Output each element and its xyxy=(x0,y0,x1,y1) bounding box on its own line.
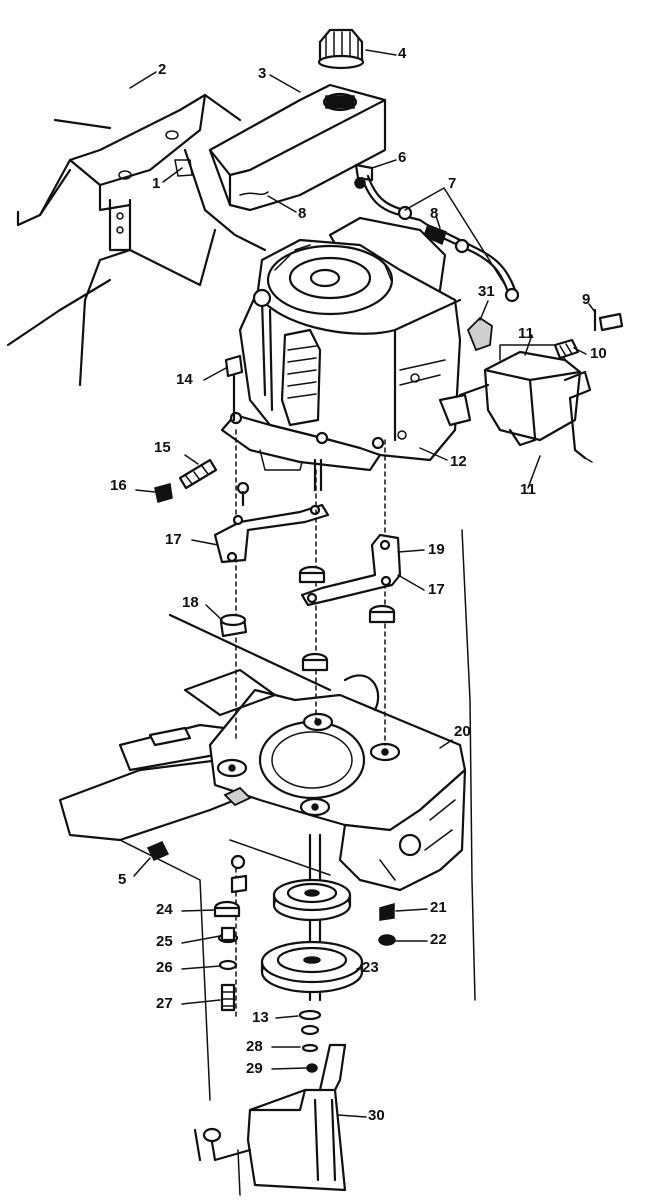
callout-30: 30 xyxy=(368,1107,385,1124)
callout-11: 11 xyxy=(518,325,534,342)
callout-7: 7 xyxy=(448,175,457,192)
fuel-cap xyxy=(317,28,365,70)
callout-10: 10 xyxy=(590,345,607,362)
fuel-filter xyxy=(466,316,493,352)
callout-14: 14 xyxy=(176,371,193,388)
callout-19: 19 xyxy=(428,541,445,558)
small-hardware-left xyxy=(154,354,244,503)
callout-26: 26 xyxy=(156,959,173,976)
lower-left-hardware xyxy=(146,841,248,1021)
callout-17-right: 17 xyxy=(428,581,445,598)
pulley-hardware-right xyxy=(378,903,396,946)
mount-hardware-right xyxy=(300,439,402,746)
callout-17: 17 xyxy=(165,531,182,548)
bolt-9-10 xyxy=(553,308,624,360)
control-box xyxy=(458,344,593,463)
belt-guide xyxy=(202,1043,347,1196)
callout-3: 3 xyxy=(258,65,267,82)
callout-15: 15 xyxy=(154,439,171,456)
callout-24: 24 xyxy=(156,901,173,918)
callout-28: 28 xyxy=(246,1038,263,1055)
fuel-tank xyxy=(208,83,387,212)
callout-20: 20 xyxy=(454,723,471,740)
callout-6: 6 xyxy=(398,149,407,166)
callout-16: 16 xyxy=(110,477,127,494)
callout-23: 23 xyxy=(362,959,379,976)
pulley-assembly xyxy=(260,833,364,1002)
callout-11-lower: 11 xyxy=(520,481,536,498)
callout-5: 5 xyxy=(118,871,127,888)
callout-18: 18 xyxy=(182,594,199,611)
shaft-hardware xyxy=(298,1009,322,1073)
leader-lines xyxy=(129,49,596,1118)
callout-27: 27 xyxy=(156,995,173,1012)
callout-22: 22 xyxy=(430,931,447,948)
hood-bracket xyxy=(6,93,267,387)
callout-8-line: 8 xyxy=(430,205,439,222)
callout-9: 9 xyxy=(582,291,591,308)
callout-29: 29 xyxy=(246,1060,263,1077)
callout-21: 21 xyxy=(430,899,447,916)
callout-8: 8 xyxy=(298,205,307,222)
callout-31: 31 xyxy=(478,283,495,300)
callout-12: 12 xyxy=(450,453,467,470)
engine xyxy=(220,216,472,492)
fuel-lines xyxy=(354,174,520,303)
callout-13: 13 xyxy=(252,1009,269,1026)
callout-4: 4 xyxy=(398,45,407,62)
callout-1: 1 xyxy=(152,175,161,192)
mount-frame xyxy=(58,529,476,1162)
callout-25: 25 xyxy=(156,933,173,950)
callout-2: 2 xyxy=(158,61,167,78)
